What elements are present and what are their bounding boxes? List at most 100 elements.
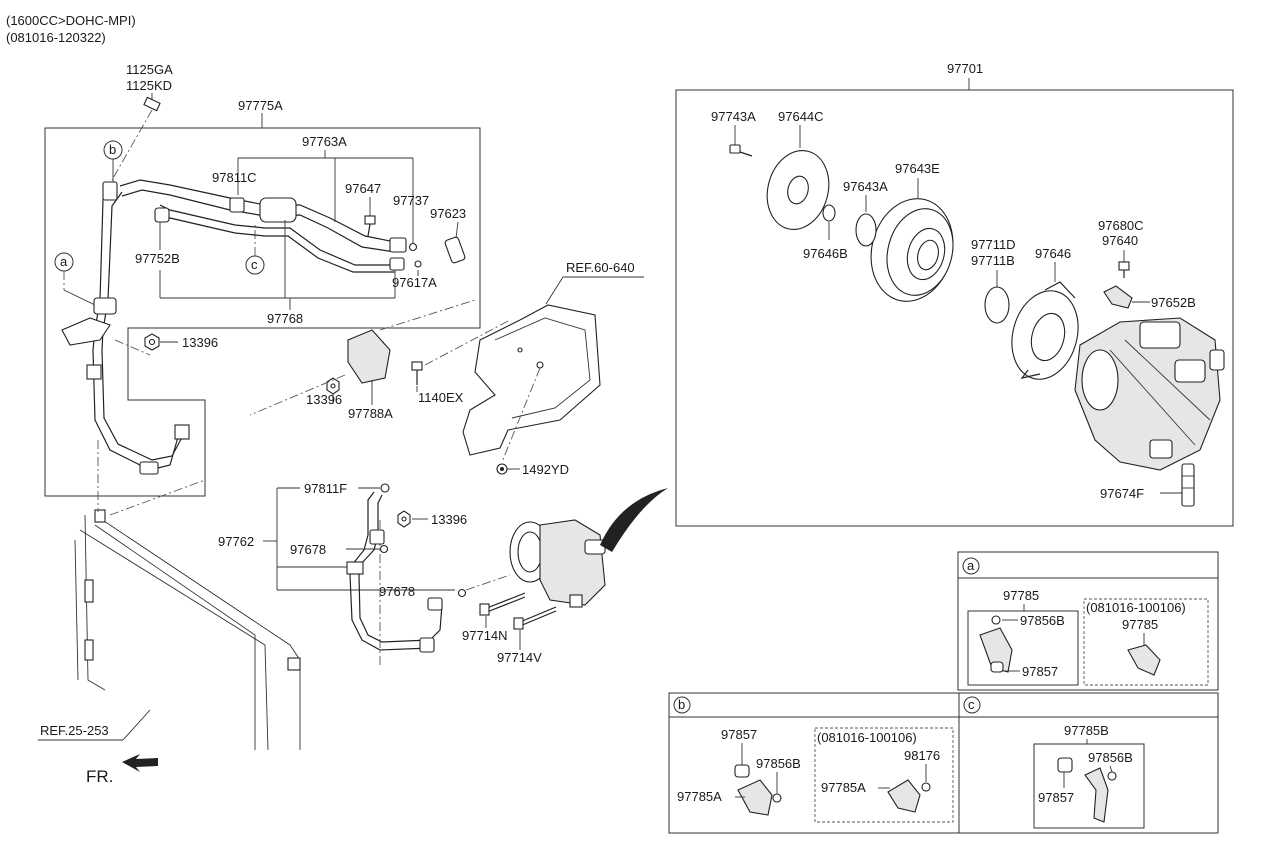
detail-b-97857[interactable]: 97857: [721, 727, 757, 742]
front-arrow-icon: [122, 754, 158, 772]
label-1125KD[interactable]: 1125KD: [126, 78, 172, 93]
shim-97646B-icon: [822, 204, 836, 222]
label-97768[interactable]: 97768: [267, 311, 303, 326]
label-1492YD[interactable]: 1492YD: [522, 462, 569, 477]
label-97640[interactable]: 97640: [1102, 233, 1138, 248]
clutch-plate-97644C-icon: [766, 150, 830, 230]
label-97775A[interactable]: 97775A: [238, 98, 283, 113]
detail-c-tag: c: [968, 697, 975, 712]
valve-97640-icon: [1118, 261, 1130, 278]
engine-spec: (1600CC>DOHC-MPI): [6, 13, 136, 28]
label-1140EX[interactable]: 1140EX: [418, 390, 464, 405]
label-13396-lower[interactable]: 13396: [306, 392, 342, 407]
detail-b-97785A[interactable]: 97785A: [677, 789, 722, 804]
label-97711D[interactable]: 97711D: [971, 237, 1016, 252]
clip-97785A-icon: [734, 764, 782, 816]
detail-panel-c: [958, 692, 1219, 834]
label-97646[interactable]: 97646: [1035, 246, 1071, 261]
relief-valve-97674F-icon: [1181, 463, 1195, 507]
label-13396-right[interactable]: 13396: [431, 512, 467, 527]
label-97646B[interactable]: 97646B: [803, 246, 848, 261]
front-direction-label: FR.: [86, 767, 113, 786]
label-97711B[interactable]: 97711B: [971, 253, 1015, 268]
discharge-hose-icon: [119, 179, 422, 273]
snap-ring-97643A-icon: [855, 213, 877, 247]
label-97617A[interactable]: 97617A: [392, 275, 437, 290]
label-1125GA[interactable]: 1125GA: [126, 62, 173, 77]
bracket-97788A-icon: [347, 329, 391, 384]
detail-b-tag-marker: [673, 696, 691, 714]
detail-a-97857[interactable]: 97857: [1022, 664, 1058, 679]
detail-c-tag-marker: [963, 696, 981, 714]
bolt-97743A-icon: [729, 144, 753, 157]
label-97643A[interactable]: 97643A: [843, 179, 888, 194]
detail-b-97856B[interactable]: 97856B: [756, 756, 801, 771]
ref-25-253-label[interactable]: REF.25-253: [40, 723, 109, 738]
label-97752B[interactable]: 97752B: [135, 251, 180, 266]
label-97763A[interactable]: 97763A: [302, 134, 347, 149]
clip-97785B-icon: [1057, 757, 1117, 823]
detail-c-97856B[interactable]: 97856B: [1088, 750, 1133, 765]
detail-a-tag: a: [967, 558, 975, 573]
oring-97678-upper-icon: [379, 544, 389, 554]
compressor-small-icon: [509, 519, 606, 608]
callout-arrow-icon: [600, 488, 668, 552]
bolt-97714V-icon: [513, 606, 557, 630]
production-period: (081016-120322): [6, 30, 106, 45]
label-97674F[interactable]: 97674F: [1100, 486, 1144, 501]
label-97680C[interactable]: 97680C: [1098, 218, 1144, 233]
detail-c-97785B[interactable]: 97785B: [1064, 723, 1109, 738]
bolt-1140EX-icon: [411, 361, 423, 385]
bolt-97647-icon: [364, 215, 376, 237]
label-97714N[interactable]: 97714N: [462, 628, 508, 643]
detail-b-97785A-alt[interactable]: 97785A: [821, 780, 866, 795]
nut-13396-icon: [144, 333, 160, 351]
detail-b-98176[interactable]: 98176: [904, 748, 940, 763]
label-97678-lower[interactable]: 97678: [379, 584, 415, 599]
bolt-1125-icon: [111, 93, 161, 181]
snap-ring-97711-icon: [984, 286, 1010, 324]
detail-a-97785-alt[interactable]: 97785: [1122, 617, 1158, 632]
oring-97678-lower-icon: [457, 588, 467, 598]
detail-a-97785[interactable]: 97785: [1003, 588, 1039, 603]
pressure-switch-97623-icon: [444, 221, 466, 264]
label-97743A[interactable]: 97743A: [711, 109, 756, 124]
body-panel-ref-icon: [462, 304, 601, 456]
label-97644C[interactable]: 97644C: [778, 109, 824, 124]
label-97788A[interactable]: 97788A: [348, 406, 393, 421]
callout-b-text: b: [109, 142, 116, 157]
label-97643E[interactable]: 97643E: [895, 161, 940, 176]
label-97652B[interactable]: 97652B: [1151, 295, 1196, 310]
detail-b-tag: b: [678, 697, 685, 712]
detail-c-97857[interactable]: 97857: [1038, 790, 1074, 805]
label-97714V[interactable]: 97714V: [497, 650, 542, 665]
detail-a-97856B[interactable]: 97856B: [1020, 613, 1065, 628]
bracket-97652B-icon: [1103, 285, 1133, 309]
condenser-icon: [74, 509, 301, 751]
ref-60-640-label[interactable]: REF.60-640: [566, 260, 635, 275]
clip-97785-icon: [979, 615, 1013, 673]
label-97811F[interactable]: 97811F: [304, 481, 347, 496]
detail-b-date-range: (081016-100106): [817, 730, 917, 745]
label-97701[interactable]: 97701: [947, 61, 983, 76]
clip-97785A-alt-icon: [887, 779, 931, 813]
nut-1492YD-icon: [496, 463, 508, 475]
detail-panel-a: [957, 551, 1219, 691]
label-97647[interactable]: 97647: [345, 181, 381, 196]
oring-97811F-icon: [380, 483, 390, 493]
suction-hose-icon: [61, 181, 190, 475]
discharge-hose-97762-icon: [346, 491, 443, 653]
compressor-97701-icon: [1074, 317, 1225, 471]
nut-13396-lower-icon: [326, 377, 340, 395]
label-97737[interactable]: 97737: [393, 193, 429, 208]
detail-a-tag-marker: [962, 557, 980, 575]
clip-97785-alt-icon: [1127, 644, 1161, 676]
bolt-97714N-icon: [479, 592, 526, 616]
label-97678-upper[interactable]: 97678: [290, 542, 326, 557]
nut-13396-right-icon: [397, 510, 411, 528]
label-97762[interactable]: 97762: [218, 534, 254, 549]
label-97811C[interactable]: 97811C: [212, 170, 257, 185]
label-97623[interactable]: 97623: [430, 206, 466, 221]
label-13396-upper[interactable]: 13396: [182, 335, 218, 350]
